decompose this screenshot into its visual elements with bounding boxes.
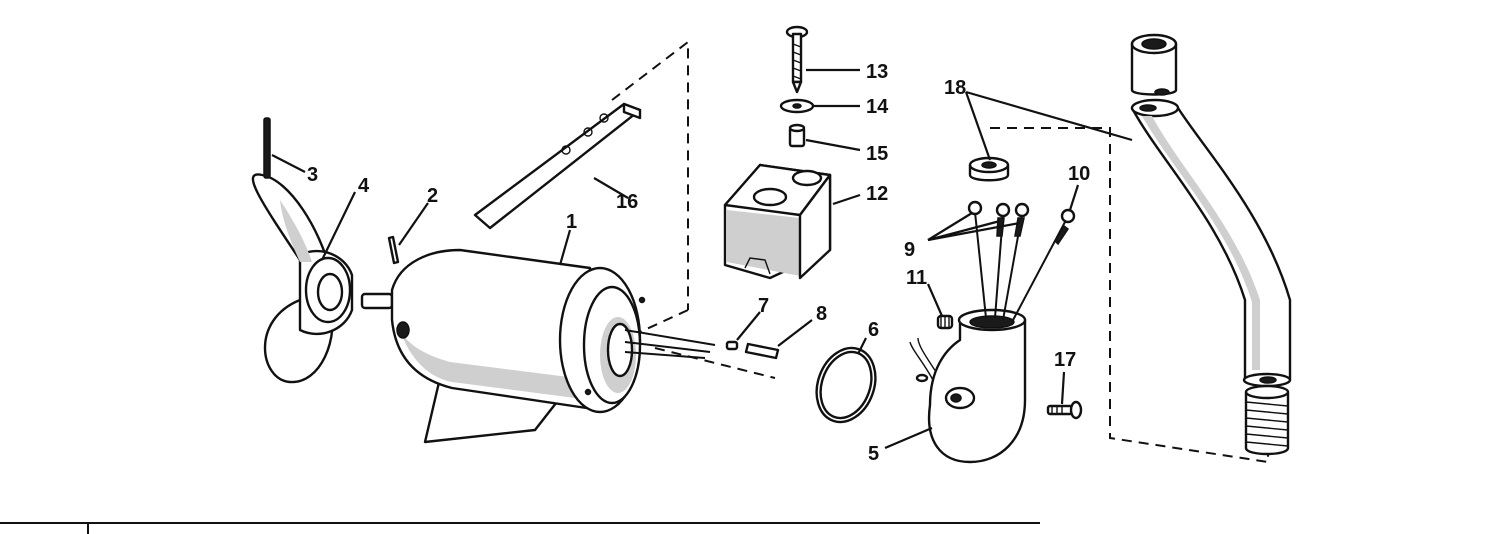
callout-18: 18 — [944, 77, 966, 99]
part-3-shear-pin — [263, 117, 271, 179]
part-8-pin — [744, 342, 780, 360]
bottom-rule — [0, 522, 1040, 534]
callout-3: 3 — [307, 164, 318, 186]
leader-8 — [777, 319, 813, 347]
callout-5: 5 — [868, 443, 879, 465]
leader-18a — [965, 90, 1133, 142]
leader-15 — [805, 138, 861, 152]
leader-18b — [964, 91, 992, 161]
callout-8: 8 — [816, 303, 827, 325]
part-16-mounting-bracket — [473, 102, 642, 230]
leader-16 — [593, 177, 629, 199]
part-11-set-screw — [936, 314, 954, 330]
part-1-motor-housing — [360, 248, 716, 444]
callout-17: 17 — [1054, 349, 1076, 371]
leader-12 — [832, 193, 861, 206]
callout-10: 10 — [1068, 163, 1090, 185]
callout-16: 16 — [616, 191, 638, 213]
part-9-wire-leads — [967, 200, 1030, 321]
leader-2 — [398, 202, 429, 246]
callout-11: 11 — [906, 267, 927, 289]
leader-7 — [736, 311, 761, 341]
callout-numbers: 3 4 2 1 16 13 14 15 12 7 8 6 18 10 9 11 … — [307, 61, 1090, 465]
part-14-washer — [779, 98, 815, 114]
part-2-drive-pin — [387, 235, 400, 265]
part-7-pin — [725, 340, 739, 351]
steering-tube-assembly — [1130, 33, 1292, 456]
leader-10 — [1068, 184, 1080, 211]
callout-7: 7 — [758, 295, 769, 317]
callout-4: 4 — [358, 175, 370, 197]
callout-12: 12 — [866, 183, 888, 205]
callout-13: 13 — [866, 61, 888, 83]
callout-2: 2 — [427, 185, 438, 207]
leader-6 — [857, 337, 867, 355]
part-15-bushing — [788, 123, 806, 148]
leader-9c — [927, 221, 1021, 242]
leader-11 — [926, 283, 944, 317]
part-13-screw — [785, 25, 809, 94]
leader-1 — [558, 229, 572, 266]
callout-14: 14 — [866, 96, 889, 118]
leader-17 — [1060, 371, 1066, 405]
callout-15: 15 — [866, 143, 888, 165]
callout-9: 9 — [904, 239, 915, 261]
leader-4 — [321, 191, 356, 261]
part-4-propeller — [251, 173, 354, 384]
part-5-lower-housing — [909, 308, 1027, 464]
callout-leader-lines — [271, 68, 1133, 450]
assembly-guide-lines — [611, 39, 1269, 464]
leader-9a — [927, 212, 973, 241]
leader-5 — [884, 426, 933, 450]
part-18-grommet — [968, 156, 1010, 182]
part-10-wire-lead — [1011, 208, 1076, 323]
part-12-clamp-block — [723, 163, 832, 280]
part-6-o-ring — [815, 346, 877, 424]
callout-1: 1 — [566, 211, 577, 233]
callout-6: 6 — [868, 319, 879, 341]
leader-3 — [271, 154, 306, 173]
part-17-bolt — [1046, 400, 1083, 420]
